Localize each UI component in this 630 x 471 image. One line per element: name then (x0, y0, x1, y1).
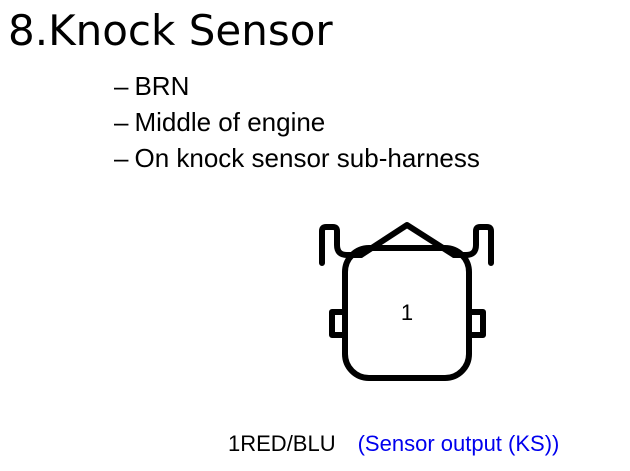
page-title: 8.Knock Sensor (8, 6, 333, 55)
pin-1-label: 1 (401, 300, 413, 325)
pin-wire-color: RED/BLU (240, 431, 336, 456)
pin-number: 1 (228, 431, 241, 456)
pin-row: 1RED/BLU (Sensor output (KS)) (228, 430, 559, 458)
connector-color-text: BRN (134, 71, 190, 101)
connector-right-tab (466, 309, 486, 338)
connector-color-item: –BRN (114, 68, 480, 104)
connector-left-tab (329, 309, 348, 338)
connector-right-hook (451, 224, 494, 266)
connector-info-list: –BRN –Middle of engine –On knock sensor … (114, 68, 480, 176)
pin-function: (Sensor output (KS)) (357, 431, 560, 456)
connector-diagram: 1 (319, 222, 494, 381)
connector-left-hook (319, 224, 364, 266)
connector-harness-text: On knock sensor sub-harness (134, 143, 480, 173)
bullet-dash: – (114, 71, 129, 101)
connector-harness-item: –On knock sensor sub-harness (114, 140, 480, 176)
bullet-dash: – (114, 143, 129, 173)
bullet-dash: – (114, 107, 129, 137)
connector-location-text: Middle of engine (134, 107, 326, 137)
connector-location-item: –Middle of engine (114, 104, 480, 140)
